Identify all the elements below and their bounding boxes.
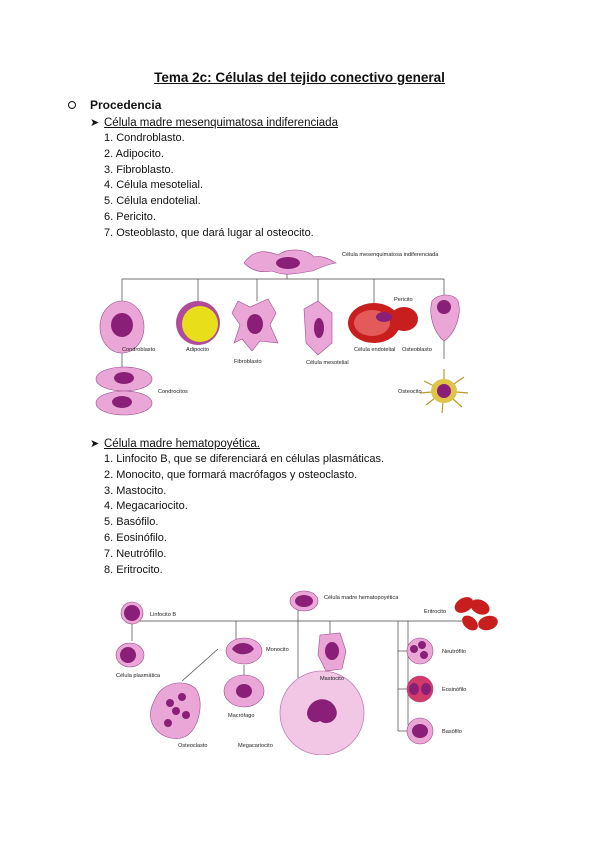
list-item: 1. Linfocito B, que se diferenciará en c… — [104, 453, 385, 465]
list-item: 1. Condroblasto. — [104, 132, 185, 144]
arrow-bullet-icon: ➤ — [90, 117, 100, 129]
linfocito-label: Linfocito B — [150, 612, 176, 618]
monocito-cell — [225, 637, 263, 665]
source-label: Célula mesenquimatosa indiferenciada — [342, 252, 439, 258]
list-item: 6. Eosinófilo. — [104, 531, 167, 544]
pericito-label: Pericito — [394, 297, 413, 303]
fibroblasto-cell — [231, 298, 279, 352]
osteoblasto-label: Osteoblasto — [402, 347, 432, 353]
mesotelial-cell — [303, 300, 333, 356]
list-item: 4. Célula mesotelial. — [104, 179, 204, 192]
fibroblasto-label: Fibroblasto — [234, 359, 262, 365]
list-item: 3. Mastocito. — [104, 484, 167, 497]
mesotelial-label: Célula mesotelial — [306, 360, 349, 366]
mastocito-cell — [317, 632, 347, 672]
group-hematopoyetica-heading: ➤Célula madre hematopoyética. — [90, 438, 260, 450]
adipocito-label: Adipocito — [186, 347, 209, 353]
section-label: Procedencia — [90, 98, 162, 112]
condroblasto-cell — [99, 300, 145, 354]
hematopoietic-lineage-figure: Célula madre hematopoyética Linfocito B … — [108, 585, 500, 755]
group-mesenquimatosa-heading: ➤Célula madre mesenquimatosa indiferenci… — [90, 117, 338, 129]
condrocitos-cells — [95, 366, 153, 416]
plasmatica-label: Célula plasmática — [116, 673, 161, 679]
endotelial-cell — [348, 303, 418, 343]
list-item: 7. Neutrófilo. — [104, 547, 167, 560]
eritrocito-cells — [454, 597, 498, 631]
condroblasto-label: Condroblasto — [122, 347, 155, 353]
basofilo-label: Basófilo — [442, 729, 462, 735]
linfocito-cell — [120, 601, 144, 625]
osteocito-cell — [419, 369, 469, 414]
list-item: 5. Basófilo. — [104, 516, 159, 529]
connector-lines — [131, 605, 462, 732]
neutrofilo-label: Neutrófilo — [442, 649, 466, 655]
eritrocito-label: Eritrocito — [424, 609, 446, 615]
list-item: 5. Célula endotelial. — [104, 195, 201, 208]
macrofago-label: Macrófago — [228, 713, 254, 719]
hematopoietic-stem-cell — [289, 590, 319, 612]
megacariocito-label: Megacariocito — [238, 743, 273, 749]
list-item: 3. Fibroblasto. — [104, 163, 174, 176]
circle-bullet-icon — [68, 100, 76, 109]
list-item: 2. Monocito, que formará macrófagos y os… — [104, 468, 358, 481]
eosinofilo-cell — [406, 675, 434, 703]
monocito-label: Monocito — [266, 647, 289, 653]
source-label: Célula madre hematopoyética — [324, 595, 399, 601]
condrocitos-label: Condrocitos — [158, 389, 188, 395]
endotelial-label: Célula endotelial — [354, 347, 395, 353]
list-item: 2. Adipocito. — [104, 147, 164, 160]
mesenchymal-cell — [243, 249, 337, 275]
mesenchymal-lineage-figure: Célula mesenquimatosa indiferenciada Con… — [92, 243, 474, 421]
osteocito-label: Osteocito — [398, 389, 422, 395]
osteoblasto-cell — [430, 294, 460, 342]
document-title: Tema 2c: Células del tejido conectivo ge… — [154, 70, 445, 85]
mesenchymal-diagram: Célula mesenquimatosa indiferenciada Con… — [95, 249, 469, 416]
arrow-bullet-icon: ➤ — [90, 438, 100, 450]
mesenquimatosa-list: 1. Condroblasto. 2. Adipocito. 3. Fibrob… — [104, 131, 314, 242]
mastocito-label: Mastocito — [320, 676, 344, 682]
list-item: 4. Megacariocito. — [104, 500, 188, 513]
osteoclasto-label: Osteoclasto — [178, 743, 208, 749]
eosinofilo-label: Eosinófilo — [442, 687, 466, 693]
connector-lines — [121, 273, 445, 369]
list-item: 6. Pericito. — [104, 210, 156, 223]
hematopoyetica-list: 1. Linfocito B, que se diferenciará en c… — [104, 452, 384, 578]
megacariocito-cell — [279, 670, 365, 755]
neutrofilo-cell — [406, 637, 434, 665]
list-item: 8. Eritrocito. — [104, 563, 163, 576]
list-item: 7. Osteoblasto, que dará lugar al osteoc… — [104, 226, 314, 239]
macrofago-cell — [223, 674, 265, 708]
adipocito-cell — [176, 301, 220, 345]
plasmatica-cell — [115, 642, 145, 668]
section-procedencia: Procedencia — [68, 98, 161, 112]
hematopoietic-diagram: Célula madre hematopoyética Linfocito B … — [115, 590, 498, 755]
basofilo-cell — [406, 717, 434, 745]
osteoclasto-cell — [150, 682, 201, 739]
